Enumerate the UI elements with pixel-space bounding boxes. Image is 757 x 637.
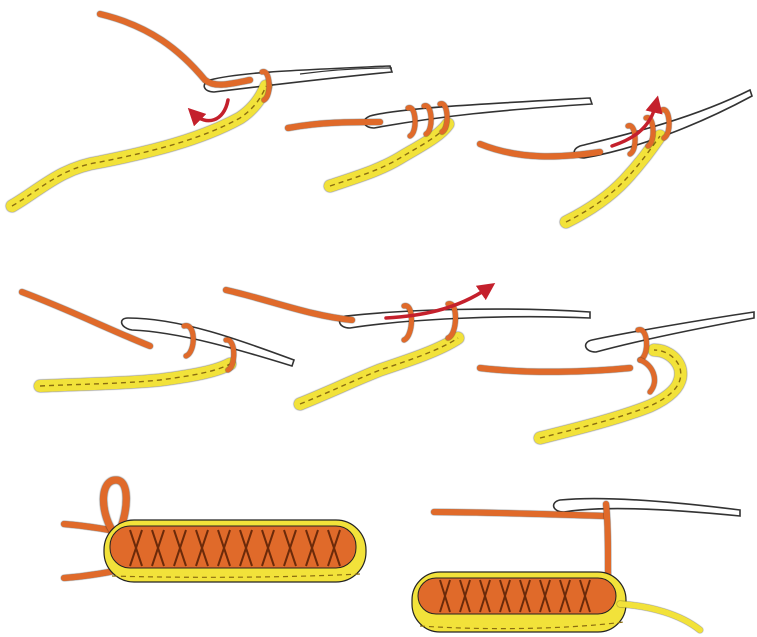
yellow-tail bbox=[620, 604, 700, 630]
panel-step-7 bbox=[64, 480, 366, 582]
working-yarn bbox=[226, 290, 352, 320]
panel-step-4 bbox=[22, 292, 294, 386]
panel-step-8 bbox=[412, 498, 740, 632]
foundation-chain bbox=[540, 350, 681, 438]
loop-on-hook bbox=[640, 360, 655, 392]
hook bbox=[364, 98, 592, 128]
foundation-chain bbox=[40, 364, 230, 386]
foundation-chain bbox=[300, 338, 458, 404]
hook bbox=[586, 312, 754, 352]
working-yarn bbox=[434, 512, 604, 516]
panel-step-6 bbox=[480, 312, 754, 438]
hook bbox=[574, 90, 752, 158]
stitch-row bbox=[412, 572, 626, 632]
hook bbox=[204, 66, 392, 92]
panel-step-2 bbox=[288, 98, 592, 186]
working-yarn bbox=[288, 122, 380, 128]
panel-step-5 bbox=[226, 288, 590, 404]
working-yarn bbox=[480, 368, 630, 372]
working-yarn bbox=[100, 14, 250, 85]
panel-step-1 bbox=[12, 14, 392, 206]
stitch-row bbox=[104, 520, 366, 582]
hook bbox=[340, 309, 590, 328]
curved-down-up-arrow bbox=[194, 100, 228, 121]
